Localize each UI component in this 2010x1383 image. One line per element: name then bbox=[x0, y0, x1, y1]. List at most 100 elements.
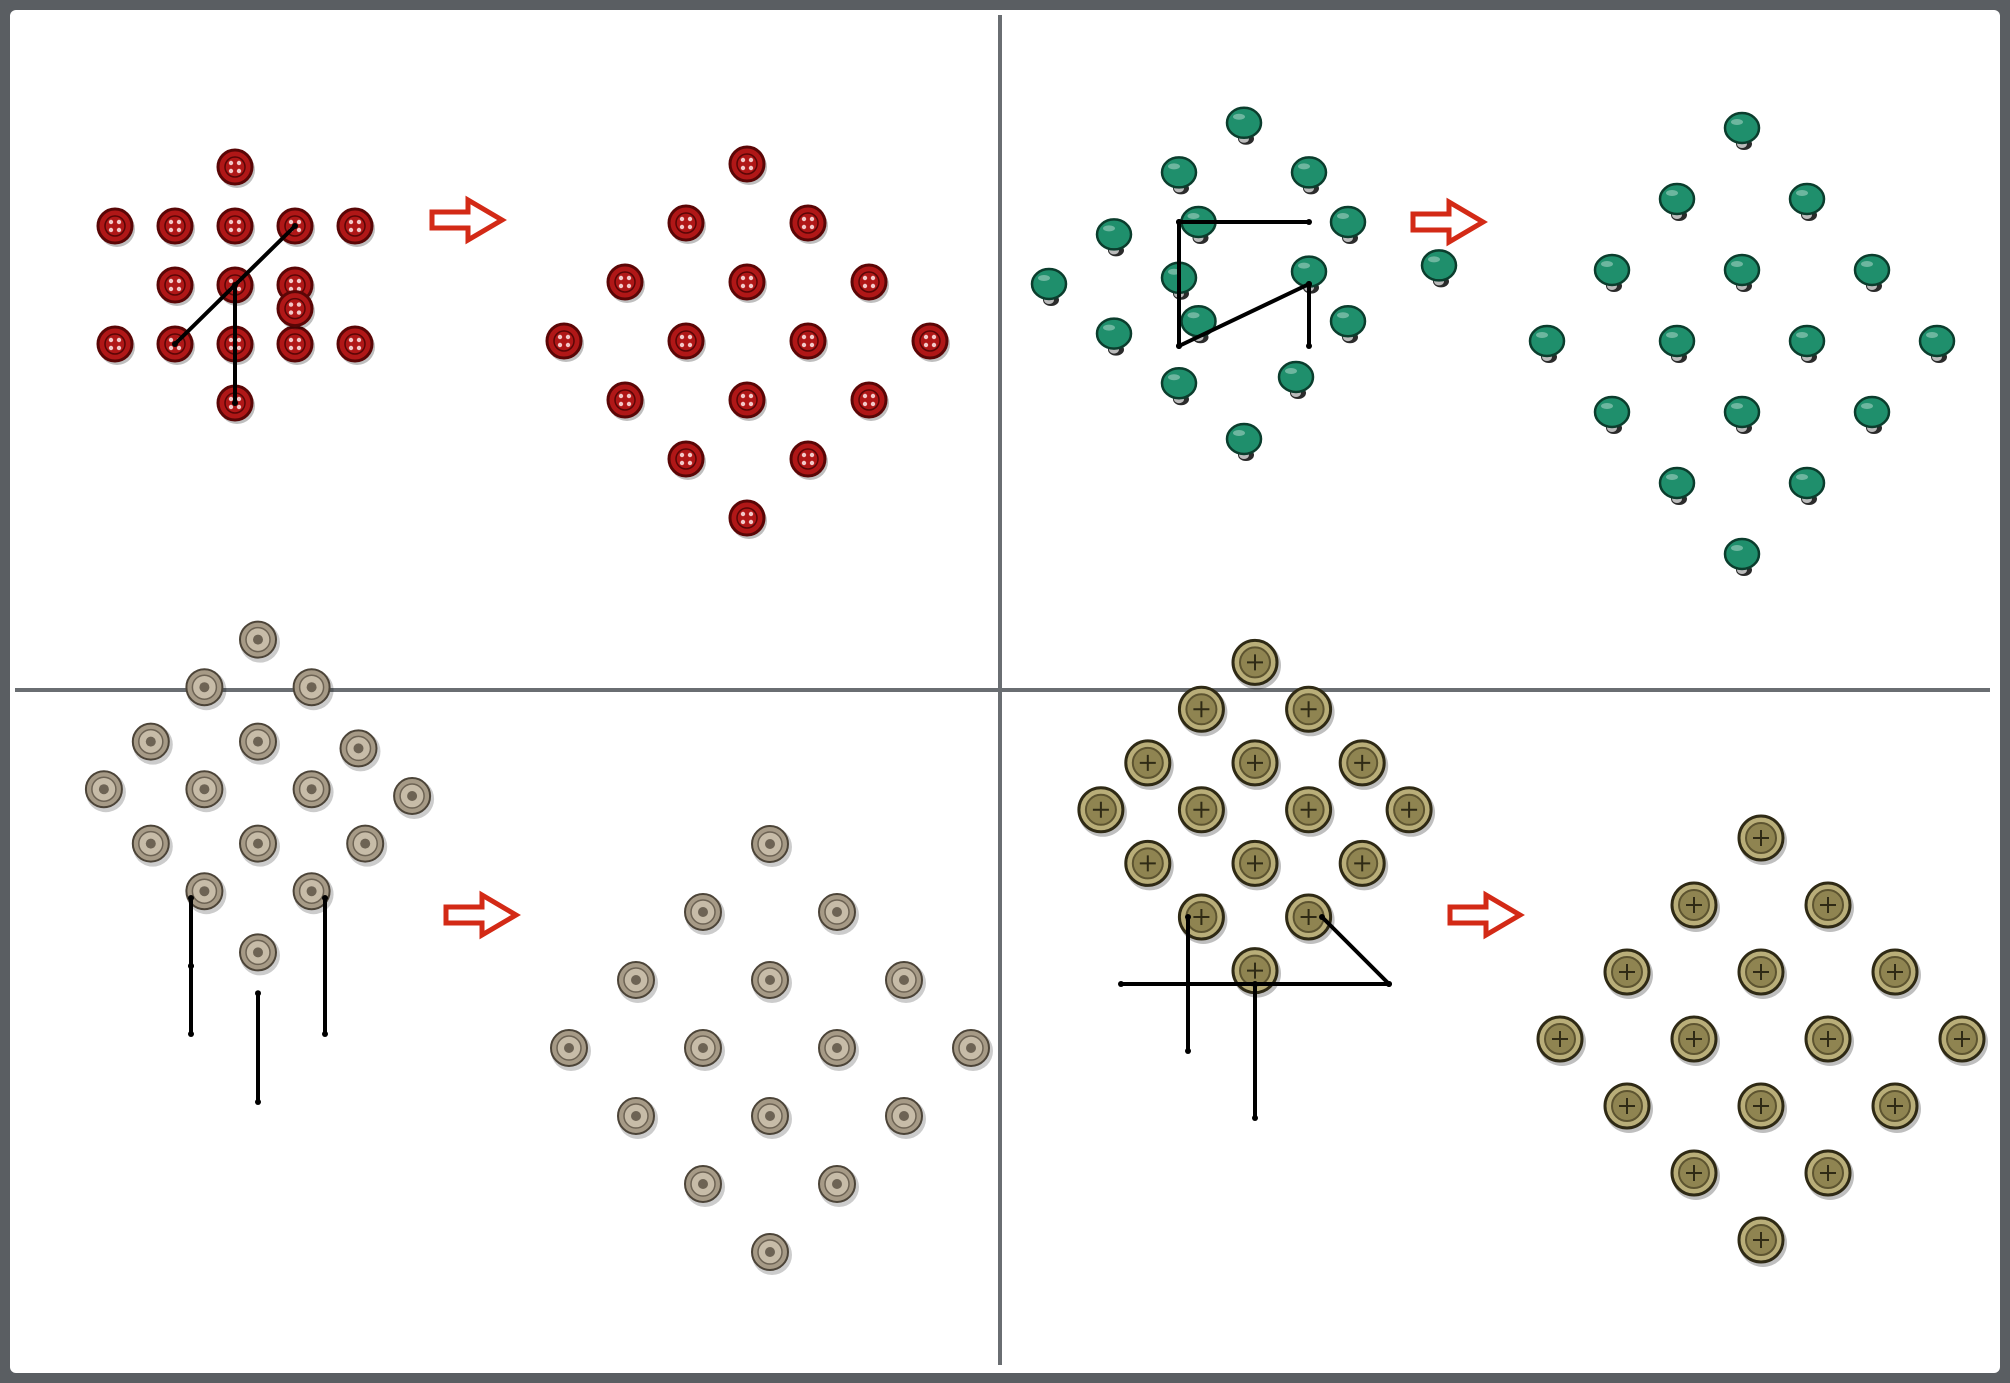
button-hole bbox=[297, 279, 301, 283]
snap-center bbox=[631, 1111, 641, 1121]
button-hole bbox=[357, 228, 361, 232]
button-hole bbox=[680, 335, 684, 339]
pin-head bbox=[1595, 255, 1629, 285]
pin-highlight bbox=[1666, 332, 1678, 338]
button-hole bbox=[741, 512, 745, 516]
button-hole bbox=[810, 225, 814, 229]
button-hole bbox=[619, 402, 623, 406]
button-hole bbox=[109, 220, 113, 224]
pin-highlight bbox=[1038, 275, 1050, 281]
button-hole bbox=[810, 217, 814, 221]
pin-head bbox=[1725, 539, 1759, 569]
button-hole bbox=[688, 217, 692, 221]
button-body bbox=[158, 209, 192, 243]
button-body bbox=[669, 442, 703, 476]
button-hole bbox=[802, 225, 806, 229]
pin-head bbox=[1660, 468, 1694, 498]
button-hole bbox=[871, 276, 875, 280]
button-hole bbox=[177, 228, 181, 232]
pin-highlight bbox=[1168, 374, 1180, 380]
button-hole bbox=[109, 338, 113, 342]
button-hole bbox=[169, 287, 173, 291]
snap-center bbox=[631, 975, 641, 985]
button-hole bbox=[932, 343, 936, 347]
pin-head bbox=[1331, 207, 1365, 237]
button-hole bbox=[229, 228, 233, 232]
move-end-0 bbox=[292, 223, 298, 229]
snap-center bbox=[765, 1247, 775, 1257]
pin-highlight bbox=[1601, 261, 1613, 267]
move-start-3 bbox=[322, 895, 328, 901]
button-hole bbox=[680, 453, 684, 457]
button-hole bbox=[357, 220, 361, 224]
pin-head bbox=[1855, 255, 1889, 285]
button-hole bbox=[871, 402, 875, 406]
button-body bbox=[669, 206, 703, 240]
button-hole bbox=[109, 228, 113, 232]
pin-head bbox=[1790, 468, 1824, 498]
pin-head bbox=[1725, 397, 1759, 427]
snap-center bbox=[307, 682, 317, 692]
move-end-1 bbox=[232, 400, 238, 406]
pin-highlight bbox=[1731, 119, 1743, 125]
button-body bbox=[730, 383, 764, 417]
button-hole bbox=[297, 346, 301, 350]
button-hole bbox=[749, 394, 753, 398]
pin-head bbox=[1227, 108, 1261, 138]
button-hole bbox=[749, 276, 753, 280]
button-hole bbox=[289, 302, 293, 306]
button-hole bbox=[237, 405, 241, 409]
button-hole bbox=[558, 343, 562, 347]
snap-center bbox=[199, 886, 209, 896]
button-hole bbox=[741, 158, 745, 162]
button-hole bbox=[749, 158, 753, 162]
button-hole bbox=[237, 287, 241, 291]
button-hole bbox=[741, 166, 745, 170]
snap-center bbox=[253, 737, 263, 747]
button-hole bbox=[863, 402, 867, 406]
snap-center bbox=[354, 743, 364, 753]
button-hole bbox=[169, 228, 173, 232]
snap-center bbox=[146, 839, 156, 849]
button-hole bbox=[229, 397, 233, 401]
button-hole bbox=[680, 225, 684, 229]
pin-head bbox=[1097, 219, 1131, 249]
pin-head bbox=[1279, 362, 1313, 392]
button-hole bbox=[680, 461, 684, 465]
pin-highlight bbox=[1103, 225, 1115, 231]
snap-center bbox=[832, 907, 842, 917]
pin-highlight bbox=[1428, 256, 1440, 262]
button-hole bbox=[688, 453, 692, 457]
snap-center bbox=[765, 975, 775, 985]
button-hole bbox=[349, 346, 353, 350]
pin-head bbox=[1422, 250, 1456, 280]
snap-center bbox=[360, 839, 370, 849]
pin-head bbox=[1162, 368, 1196, 398]
button-hole bbox=[289, 310, 293, 314]
button-body bbox=[158, 268, 192, 302]
pin-highlight bbox=[1731, 545, 1743, 551]
button-hole bbox=[177, 346, 181, 350]
button-hole bbox=[237, 346, 241, 350]
button-hole bbox=[297, 228, 301, 232]
button-body bbox=[913, 324, 947, 358]
snap-center bbox=[253, 635, 263, 645]
pin-highlight bbox=[1233, 114, 1245, 120]
move-start-1 bbox=[232, 282, 238, 288]
pin-head bbox=[1530, 326, 1564, 356]
button-hole bbox=[558, 335, 562, 339]
pin-head bbox=[1920, 326, 1954, 356]
snap-center bbox=[307, 886, 317, 896]
button-body bbox=[218, 150, 252, 184]
pin-head bbox=[1790, 326, 1824, 356]
button-hole bbox=[741, 520, 745, 524]
button-body bbox=[730, 501, 764, 535]
snap-center bbox=[698, 907, 708, 917]
snap-center bbox=[899, 1111, 909, 1121]
pin-highlight bbox=[1666, 474, 1678, 480]
button-body bbox=[278, 327, 312, 361]
button-body bbox=[669, 324, 703, 358]
button-hole bbox=[680, 343, 684, 347]
button-hole bbox=[349, 338, 353, 342]
